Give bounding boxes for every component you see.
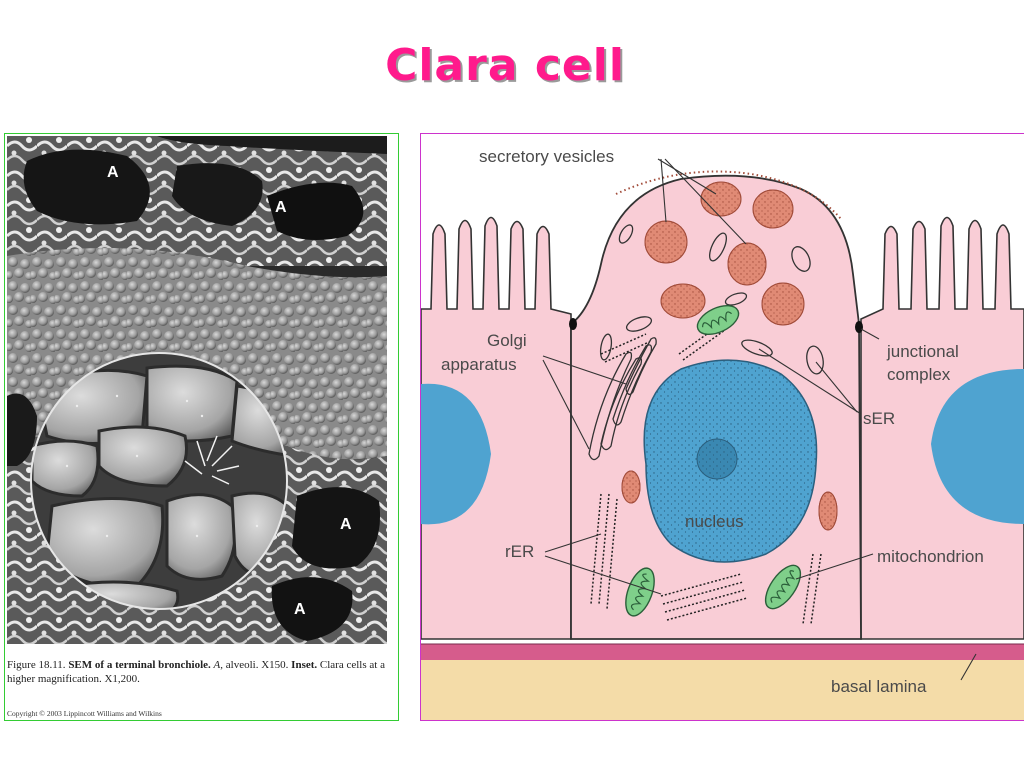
caption-text: alveoli. X150.	[223, 659, 292, 671]
label-rer: rER	[505, 542, 534, 561]
sem-micrograph	[7, 136, 387, 644]
label-ser: sER	[863, 409, 895, 428]
alveolus-labels: A A A A	[107, 164, 352, 618]
caption-inset-text: Clara cells at a higher magnification. X…	[7, 659, 385, 685]
alveolus-label-4: A	[294, 601, 306, 618]
copyright-notice: Copyright © 2003 Lippincott Williams and…	[7, 709, 162, 718]
alveolus-label-2: A	[275, 199, 287, 216]
slide-title: Clara cell	[385, 40, 625, 91]
label-nucleus: nucleus	[685, 512, 744, 531]
leader-lines	[542, 158, 977, 681]
clara-cell-diagram-panel: secretory vesicles Golgi apparatus junct…	[420, 133, 1024, 721]
caption-title: SEM of a terminal bronchiole.	[68, 659, 211, 671]
sem-figure-panel: A A A A Figure 18.11. SEM of a terminal …	[4, 133, 399, 721]
left-cell-nucleus	[421, 383, 491, 525]
connective-tissue	[421, 652, 1024, 720]
label-junctional-line1: junctional	[886, 342, 959, 361]
junctional-complex-left	[569, 318, 577, 330]
label-secretory-vesicles: secretory vesicles	[479, 147, 614, 166]
label-basal-lamina: basal lamina	[831, 677, 927, 696]
caption-inset-label: Inset.	[291, 659, 318, 671]
mitochondria	[625, 304, 802, 617]
clara-cell-diagram: secretory vesicles Golgi apparatus junct…	[421, 147, 1024, 720]
rough-er	[590, 323, 822, 625]
alveolus-label-1: A	[107, 164, 119, 181]
basal-lamina-band	[421, 644, 1024, 660]
label-golgi-line1: Golgi	[487, 331, 527, 350]
smooth-er	[599, 224, 824, 375]
right-cell-nucleus	[931, 369, 1024, 524]
alveolus-label-3: A	[340, 516, 352, 533]
label-golgi-line2: apparatus	[441, 355, 517, 374]
label-junctional-line2: complex	[887, 365, 951, 384]
golgi-apparatus	[588, 337, 657, 461]
left-ciliated-cell	[421, 216, 572, 640]
caption-alveoli-symbol: A,	[213, 659, 224, 671]
label-mitochondrion: mitochondrion	[877, 547, 984, 566]
figure-caption: Figure 18.11. SEM of a terminal bronchio…	[7, 658, 395, 686]
junctional-complex-right	[855, 321, 863, 333]
caption-number: Figure 18.11.	[7, 659, 66, 671]
